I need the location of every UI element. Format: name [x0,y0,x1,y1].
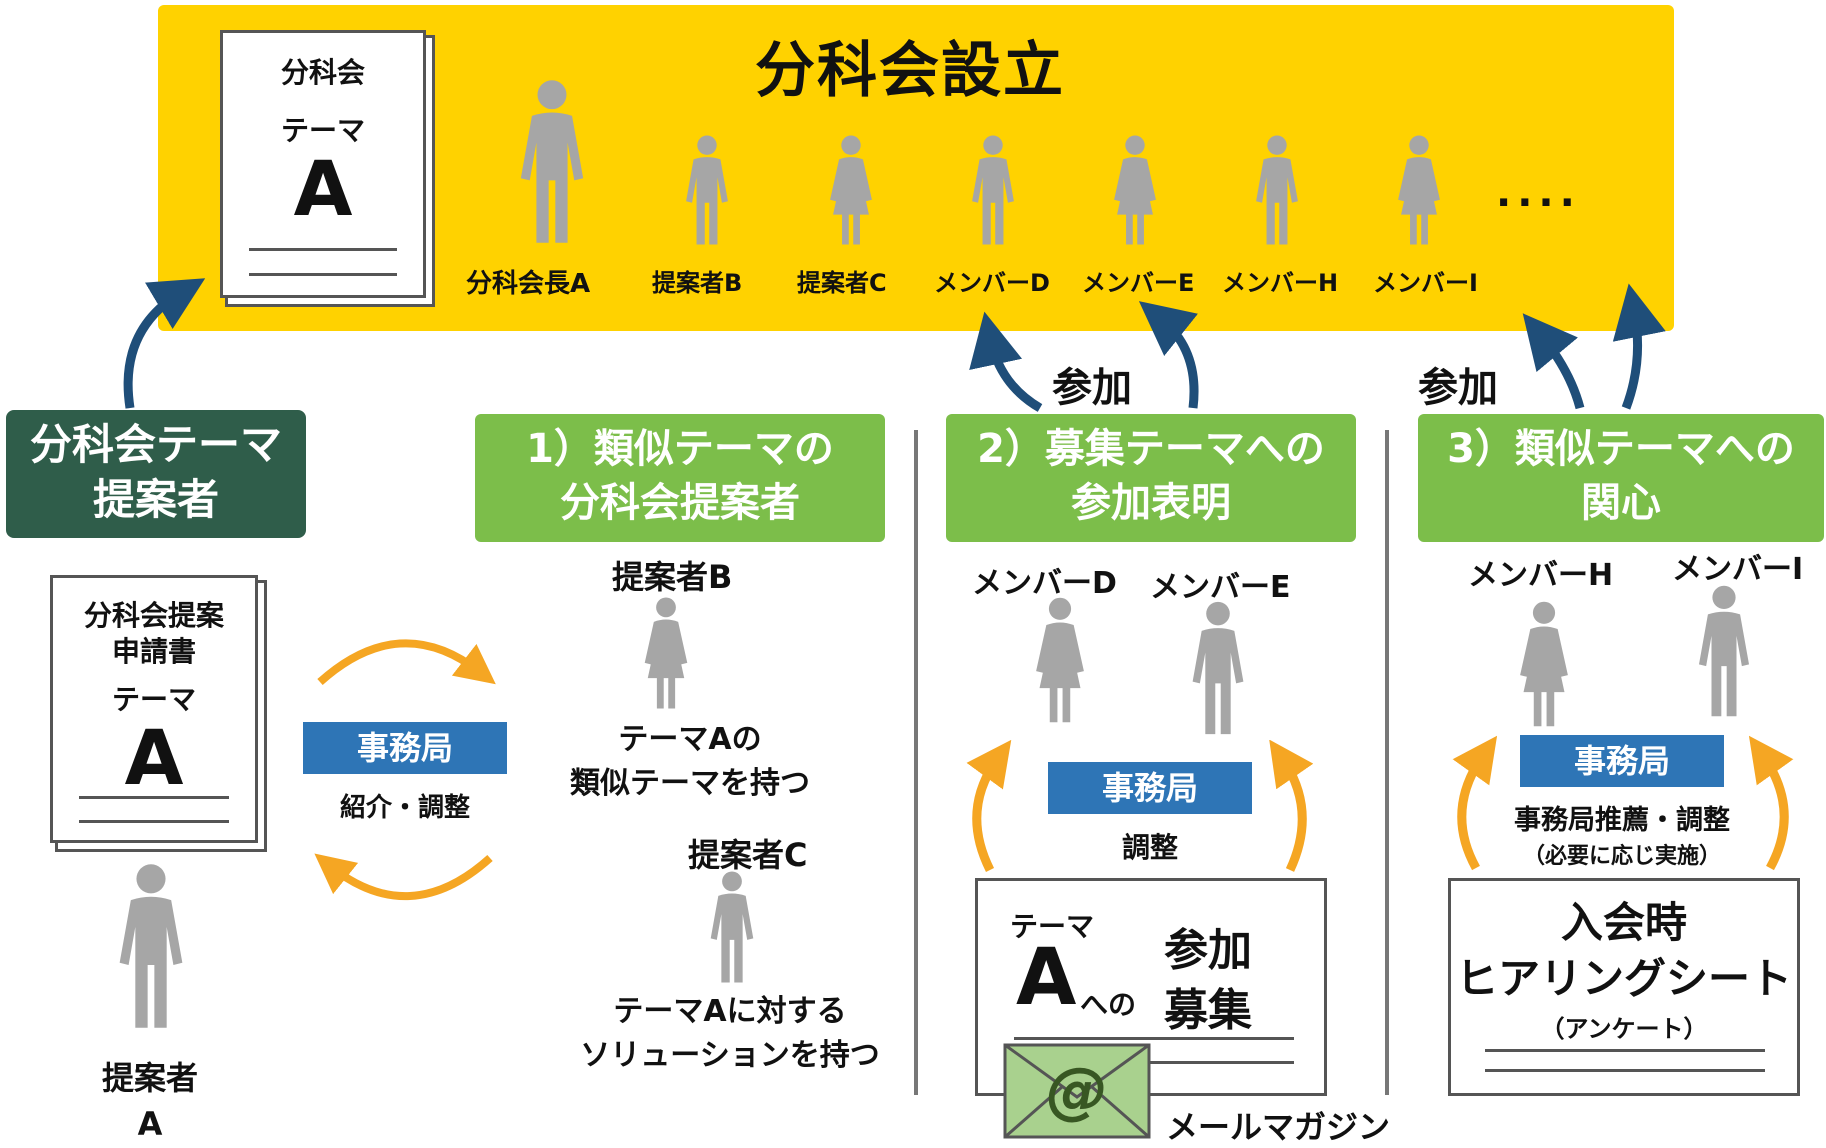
secretariat-badge: 事務局 [1520,735,1724,787]
doc-line [79,820,229,823]
up-arrow [966,740,1012,873]
application-document: 分科会提案 申請書 テーマ A [50,575,258,843]
up-arrow [123,278,206,409]
svg-text:@: @ [1046,1054,1108,1127]
similar-b-desc: テーマAの 類似テーマを持つ [570,722,810,801]
doc-line [1014,1061,1294,1064]
similar-proposer-box: 1）類似テーマの 分科会提案者 [475,414,885,542]
right-arrow [317,639,496,685]
member-label-e: メンバーE [1082,269,1195,297]
proposer-a-label: 提案者 A [101,1059,198,1143]
recruit-e-label: メンバーE [1150,570,1291,605]
intro-label: 紹介・調整 [339,793,470,823]
member-label-b: 提案者B [652,269,743,297]
join-label: 参加 [1418,365,1498,411]
person-icon [1028,596,1092,724]
divider [1385,430,1389,1095]
person-icon [1512,600,1576,728]
join-arrows [123,278,1666,412]
doc-line [1014,1037,1294,1040]
member-label-chair: 分科会長A [466,269,591,299]
divider [914,430,918,1095]
similar-c-label: 提案者C [688,836,808,874]
app-doc-line1: 分科会提案 [83,599,224,632]
up-arrow [1452,735,1498,871]
sheet-title: 入会時 ヒアリングシート [1455,898,1792,1003]
person-icon [702,870,762,984]
recruit-doc-theme: テーマ [1010,910,1095,943]
doc-line [1485,1049,1765,1052]
theme-document: 分科会 テーマ A [220,30,426,298]
doc-line [249,248,397,251]
ellipsis: .... [1496,170,1581,216]
recommend-label: 事務局推薦・調整 [1514,805,1730,836]
recruit-doc-right: 参加 募集 [1164,925,1252,1036]
sheet-sub: （アンケート） [1540,1015,1708,1043]
proposer-a-person-icon [112,862,190,1030]
app-doc-line2: 申請書 [111,635,196,668]
recommend-note: （必要に応じ実施） [1522,844,1721,869]
theme-doc-letter: A [293,144,353,233]
mail-envelope-icon: @ [1003,1043,1151,1139]
adjust-label: 調整 [1121,831,1178,864]
similar-c-desc: テーマAに対する ソリューションを持つ [580,994,880,1073]
up-arrow [1269,740,1314,872]
secretariat-badge: 事務局 [1048,762,1252,814]
join-label: 参加 [1052,365,1132,411]
doc-line [1485,1069,1765,1072]
app-doc-letter: A [124,713,184,802]
interest-box: 3）類似テーマへの 関心 [1418,414,1824,542]
mail-label: メールマガジン [1166,1108,1391,1146]
up-arrow [1612,283,1666,410]
doc-line [79,796,229,799]
person-icon [636,596,696,710]
recommend-arrows [1452,735,1794,871]
page-title: 分科会設立 [755,36,1065,106]
member-label-c: 提案者C [797,269,887,297]
similar-b-label: 提案者B [612,558,733,596]
recruit-doc-letter: A [1016,933,1077,1023]
interest-h-label: メンバーH [1468,558,1614,593]
up-arrow [1138,301,1199,409]
recruit-d-label: メンバーD [972,566,1117,601]
hearing-sheet: 入会時 ヒアリングシート （アンケート） [1448,878,1800,1096]
up-arrow [969,311,1043,412]
adjust-arrows [966,740,1314,873]
recruit-doc-to: への [1080,988,1137,1021]
app-doc-line3: テーマ [111,683,196,716]
theme-doc-line2: テーマ [280,114,365,147]
person-icon [1692,584,1756,718]
up-arrow [1522,313,1585,410]
member-label-h: メンバーH [1222,269,1339,297]
exchange-arrows [314,639,496,900]
interest-i-label: メンバーI [1672,552,1804,587]
person-icon [1186,600,1250,736]
recruit-box: 2）募集テーマへの 参加表明 [946,414,1356,542]
member-label-i: メンバーI [1373,269,1478,297]
doc-line [249,273,397,276]
secretariat-badge: 事務局 [303,722,507,774]
proposer-box: 分科会テーマ 提案者 [6,410,306,538]
theme-doc-line1: 分科会 [280,56,365,89]
left-arrow [314,853,493,900]
member-label-d: メンバーD [934,269,1050,297]
up-arrow [1748,735,1794,871]
